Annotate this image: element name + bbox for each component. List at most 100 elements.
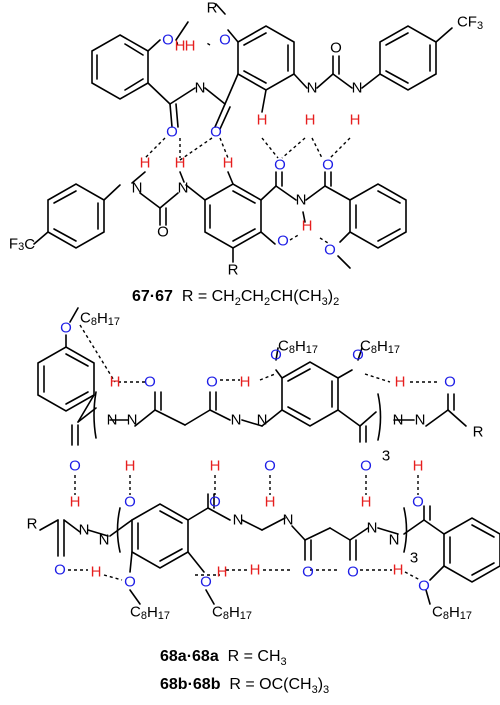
lower-c8h17-3: C8H17 (360, 338, 400, 357)
lower-o-mid-1: O (69, 458, 81, 475)
top-central-benzene-ring (237, 25, 295, 91)
lower-n-8: N (99, 532, 110, 549)
lower-ether-o-3: O (352, 347, 364, 364)
top-ether-oxygen: O (219, 32, 231, 49)
lower-h-mid-4: H (70, 494, 81, 511)
top-cf3-group: CF3 (457, 14, 483, 33)
lower-n-9: N (233, 512, 244, 529)
lower-r-right: R (473, 424, 484, 441)
bottom-urea-nitrogen-1: N (132, 180, 143, 197)
lower-bottom-right-ring (443, 517, 500, 583)
bottom-carbonyl-oxygen-2: O (322, 157, 334, 174)
lower-top-left-ring (37, 346, 95, 412)
lower-n-3: N (231, 412, 242, 429)
lower-n-6: N (415, 412, 426, 429)
lower-h-mid-1: H (125, 458, 136, 475)
top-urea-nitrogen-1: N (307, 80, 318, 97)
top-r-group: R (207, 0, 218, 17)
bottom-left-benzene-ring (47, 183, 105, 249)
lower-o-top-2: O (206, 374, 218, 391)
lower-h-mid-5: H (265, 494, 276, 511)
lower-repeat-3-bottom: 3 (410, 550, 418, 567)
lower-o-bot-1: O (54, 562, 66, 579)
lower-h-mid-2: H (210, 458, 221, 475)
top-urea-nitrogen-2: N (352, 80, 363, 97)
lower-n-1: N (107, 412, 118, 429)
lower-c8h17-4: C8H17 (130, 604, 170, 623)
bottom-central-benzene-ring (204, 183, 262, 249)
lower-c8h17-2: C8H17 (278, 338, 318, 357)
bottom-methoxy-oxygen: O (324, 242, 336, 259)
caption-68a-r: R = CH3 (227, 648, 287, 669)
top-h-4: H (305, 112, 316, 129)
lower-n-7: N (79, 522, 90, 539)
bottom-cf3-group: F3C (9, 236, 35, 254)
lower-c8h17-6: C8H17 (432, 604, 472, 623)
lower-n-10: N (283, 512, 294, 529)
caption-68b-r: R = OC(CH3)3 (229, 676, 330, 697)
lower-c8h17-5: C8H17 (212, 604, 252, 623)
lower-h-top-2: H (240, 374, 251, 391)
lower-n-12: N (389, 532, 400, 549)
lower-h-top-1: H (110, 374, 121, 391)
bottom-amide-nitrogen: N (296, 192, 307, 209)
top-left-benzene-ring (91, 34, 149, 100)
top-h-5: H (350, 112, 361, 129)
top-urea-oxygen: O (330, 40, 342, 57)
lower-bottom-central-ring (131, 503, 189, 569)
top-h-1: H (175, 38, 186, 55)
lower-o-bot-3: O (200, 574, 212, 591)
caption-68a: 68a·68a R = CH3 (160, 648, 287, 668)
bottom-r-group: R (228, 262, 239, 279)
bottom-urea-oxygen: O (157, 224, 169, 241)
lower-h-mid-6: H (361, 494, 372, 511)
lower-o-mid-4: O (124, 494, 136, 511)
lower-o-mid-2: O (264, 458, 276, 475)
bottom-h-3: H (223, 155, 234, 172)
lower-o-mid-5: O (209, 494, 221, 511)
lower-n-5: N (393, 412, 404, 429)
lower-ether-o-2: O (270, 347, 282, 364)
lower-c8h17-1: C8H17 (80, 310, 120, 329)
bottom-h-2: H (175, 155, 186, 172)
lower-n-11: N (367, 520, 378, 537)
caption-68a-label: 68a·68a (160, 648, 219, 665)
caption-68b-label: 68b·68b (160, 676, 221, 693)
bottom-carbonyl-oxygen-1: O (274, 157, 286, 174)
bottom-right-benzene-ring (349, 183, 407, 249)
lower-o-top-3: O (444, 374, 456, 391)
top-h-2: H (185, 38, 196, 55)
lower-o-top-1: O (144, 374, 156, 391)
top-right-benzene-ring (379, 25, 437, 91)
top-carbonyl-oxygen-2: O (210, 124, 222, 141)
caption-67-r: R = CH2CH2CH(CH3)2 (181, 288, 340, 309)
lower-h-bot-4: H (393, 562, 404, 579)
lower-repeat-3-top: 3 (382, 448, 390, 465)
lower-h-bot-2: H (217, 564, 228, 581)
lower-o-bot-6: O (418, 578, 430, 595)
top-h-3: H (257, 112, 268, 129)
lower-r-left: R (27, 516, 38, 533)
lower-top-central-ring (281, 361, 339, 427)
lower-n-2: N (127, 412, 138, 429)
lower-h-top-3: H (395, 374, 406, 391)
lower-h-mid-3: H (413, 458, 424, 475)
bottom-amide-h: H (302, 218, 313, 235)
bottom-h-1: H (140, 155, 151, 172)
top-carbonyl-oxygen-1: O (166, 124, 178, 141)
lower-h-bot-3: H (250, 562, 261, 579)
lower-o-bot-5: O (347, 564, 359, 581)
lower-n-4: N (257, 412, 268, 429)
lower-o-bot-4: O (302, 564, 314, 581)
lower-o-mid-6: O (412, 494, 424, 511)
bottom-urea-nitrogen-2: N (178, 180, 189, 197)
lower-o-bot-2: O (124, 574, 136, 591)
caption-67: 67·67 R = CH2CH2CH(CH3)2 (132, 288, 339, 308)
caption-68b: 68b·68b R = OC(CH3)3 (160, 676, 329, 696)
top-amide-nitrogen: N (195, 80, 206, 97)
lower-o-mid-3: O (360, 458, 372, 475)
bottom-ether-oxygen: O (277, 233, 289, 250)
lower-h-bot-1: H (91, 564, 102, 581)
